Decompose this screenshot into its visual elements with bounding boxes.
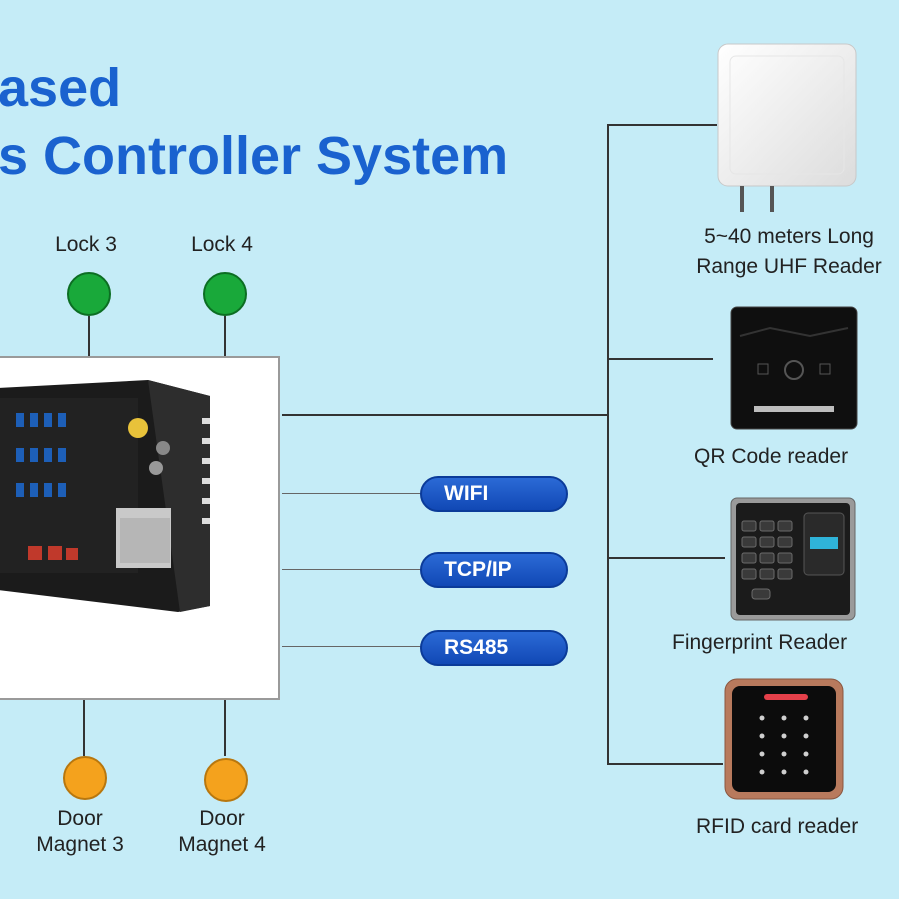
controller-panel xyxy=(0,356,280,700)
reader-bus-vertical xyxy=(607,124,609,764)
fingerprint-reader-label: Fingerprint Reader xyxy=(672,631,848,654)
lock-4-label: Lock 4 xyxy=(191,233,253,256)
lock-3-indicator xyxy=(67,272,111,316)
tcpip-connector xyxy=(282,569,422,570)
qr-reader-icon xyxy=(730,306,858,430)
uhf-reader-icon xyxy=(717,43,857,212)
magnet-4-connector xyxy=(224,700,226,756)
magnet-4-indicator xyxy=(204,758,248,802)
uhf-reader-label: 5~40 meters Long Range UHF Reader xyxy=(664,224,899,280)
tcpip-badge: TCP/IP xyxy=(420,552,568,588)
uhf-reader-connector xyxy=(607,124,717,126)
qr-reader-device xyxy=(730,306,858,430)
rfid-reader-connector xyxy=(607,763,723,765)
wifi-connector xyxy=(282,493,422,494)
magnet-3-label-line1: Door xyxy=(57,807,103,830)
magnet-3-label-line2: Magnet 3 xyxy=(36,833,124,856)
controller-board-icon xyxy=(0,380,210,612)
fingerprint-reader-connector xyxy=(607,557,725,559)
uhf-reader-label-line1: 5~40 meters Long xyxy=(704,225,874,248)
lock-3-connector xyxy=(88,316,90,356)
rfid-reader-device xyxy=(724,678,844,800)
rfid-reader-label: RFID card reader xyxy=(696,815,859,838)
rfid-reader-icon xyxy=(724,678,844,800)
rs485-badge: RS485 xyxy=(420,630,568,666)
magnet-4-label-line1: Door xyxy=(199,807,245,830)
lock-4-connector xyxy=(224,316,226,356)
qr-reader-label: QR Code reader xyxy=(694,445,849,468)
magnet-3-indicator xyxy=(63,756,107,800)
qr-reader-connector xyxy=(607,358,713,360)
reader-bus-link xyxy=(282,414,608,416)
magnet-4-label-line2: Magnet 4 xyxy=(178,833,266,856)
title-line-2: s Controller System xyxy=(0,126,509,186)
fingerprint-reader-icon xyxy=(730,497,856,621)
title-line-1: ased xyxy=(0,58,122,118)
fingerprint-reader-device xyxy=(730,497,856,621)
magnet-3-connector xyxy=(83,700,85,756)
wifi-badge: WIFI xyxy=(420,476,568,512)
lock-3-label: Lock 3 xyxy=(55,233,117,256)
rs485-connector xyxy=(282,646,422,647)
lock-4-indicator xyxy=(203,272,247,316)
magnet-3-label: Door Magnet 3 xyxy=(20,806,140,858)
magnet-4-label: Door Magnet 4 xyxy=(162,806,282,858)
uhf-reader-device xyxy=(716,42,858,214)
uhf-reader-label-line2: Range UHF Reader xyxy=(696,255,882,278)
